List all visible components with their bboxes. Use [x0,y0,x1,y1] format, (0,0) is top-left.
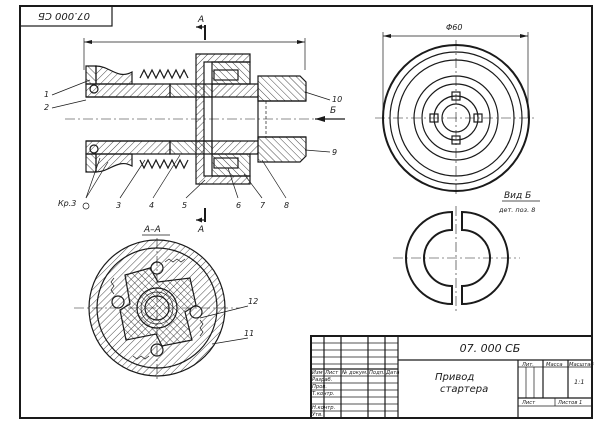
tb-hdr-doc: № докум. [341,370,368,376]
leader-3: 3 [116,201,121,210]
tb-row-razrab: Разраб. [312,377,332,383]
tb-col-lit: Лит. [521,362,534,368]
view-b-subtitle: дет. поз. 8 [498,206,535,214]
corner-stamp: 07.000 СБ [19,5,113,27]
tb-hdr-sign: Подп. [369,370,385,376]
tb-hdr-izm: Изм [312,370,323,376]
tb-hdr-date: Дата [385,370,399,376]
tb-name-line1: Привод [435,372,474,383]
section-mark-bottom: А [197,225,204,235]
leader-9: 9 [332,148,337,157]
section-aa-title: А–А [143,225,161,235]
leader-kr3: Кр.3 [58,199,76,208]
view-b-title: Вид Б [504,191,531,201]
tb-name-line2: стартера [440,384,488,395]
diameter-label: Φ60 [446,23,462,32]
view-b: Вид Б дет. поз. 8 [393,191,540,312]
leader-2: 2 [44,103,49,112]
tb-row-nkontr: Н.контр. [312,405,335,411]
leader-6: 6 [236,201,241,210]
tb-designation: 07. 000 СБ [460,342,521,355]
section-aa-view: А–А 12 11 [74,225,258,380]
tb-hdr-list: Лист [324,370,339,376]
leader-5: 5 [182,201,187,210]
tb-scale-value: 1:1 [574,378,584,386]
leader-7: 7 [260,201,266,210]
leader-1: 1 [44,90,49,99]
corner-stamp-text: 07.000 СБ [38,10,90,21]
leader-11: 11 [244,329,254,338]
arrow-b-label: Б [330,106,336,116]
tb-col-scale: Масштаб [569,362,594,368]
leader-12: 12 [248,297,258,306]
tb-sheets: Листов 1 [557,400,582,406]
front-view: Φ60 [375,23,536,196]
title-block: Изм Лист № докум. Подп. Дата Разраб. Про… [310,335,594,419]
tb-row-prov: Пров. [312,384,327,390]
leader-8: 8 [284,201,289,210]
tb-sheet: Лист [521,400,536,406]
main-section-view: А А [44,15,345,235]
tb-col-mass: Масса [546,362,563,368]
tb-row-utv: Утв. [312,412,323,418]
leader-4: 4 [149,201,154,210]
tb-row-tkontr: Т.контр. [312,391,334,397]
sheet-frame [19,5,593,419]
section-mark-top: А [197,15,204,25]
leader-10: 10 [332,95,342,104]
